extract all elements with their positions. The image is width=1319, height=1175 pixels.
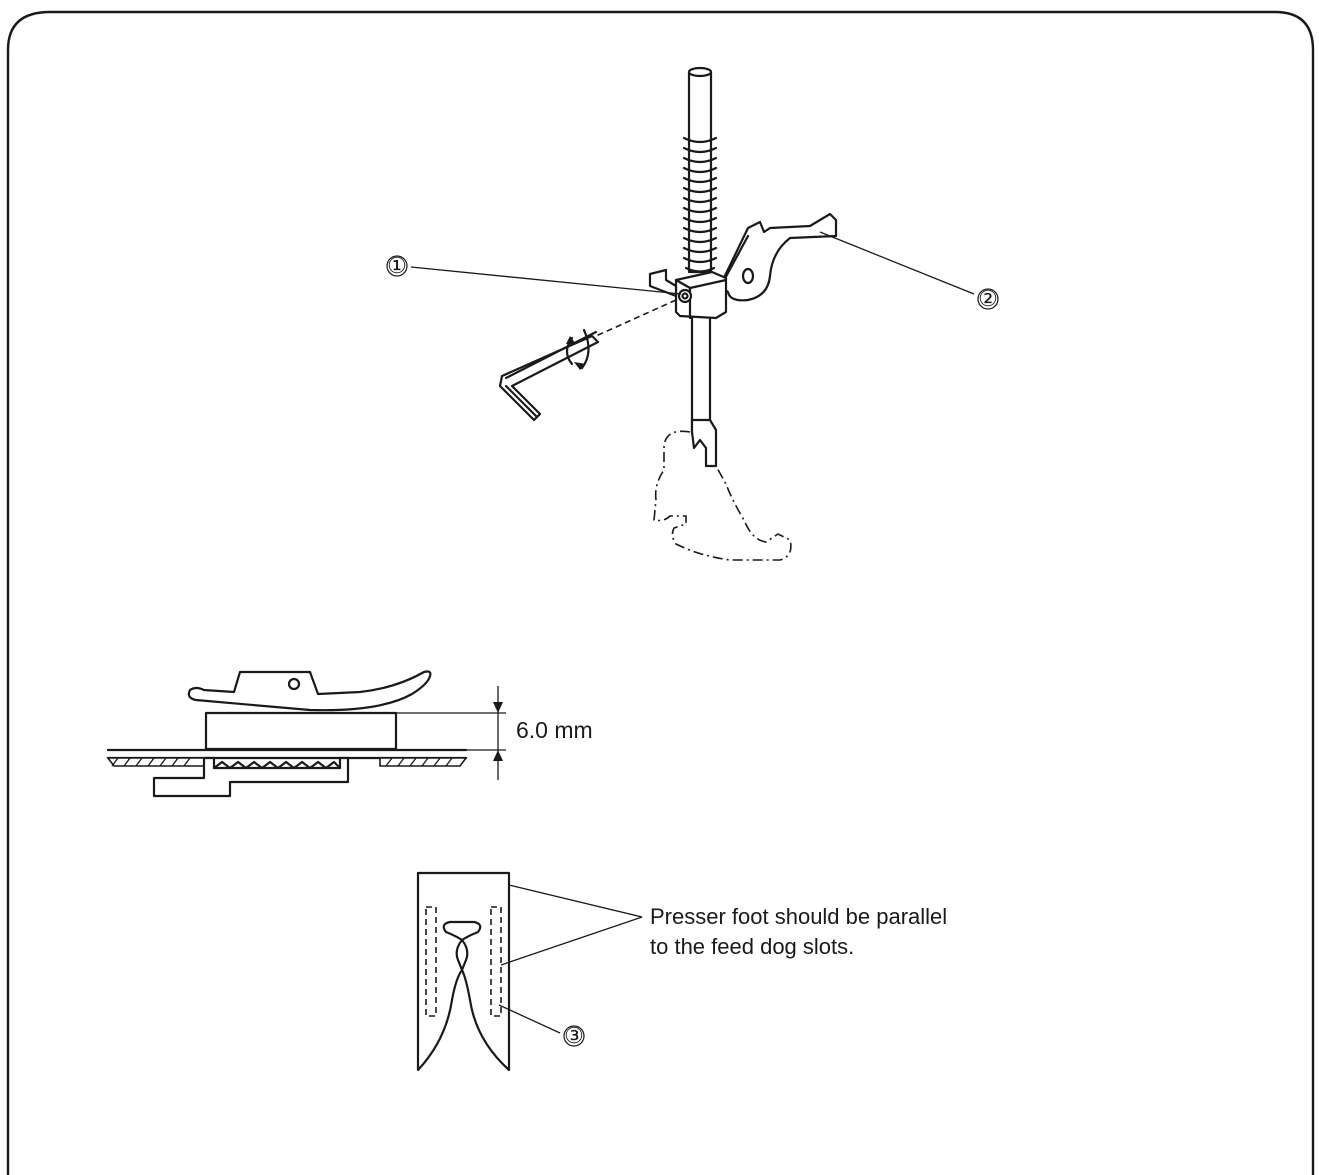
callout-3-label: ③ [564,1023,584,1048]
presser-foot-side [187,670,432,712]
note-line-1: Presser foot should be parallel [650,904,947,929]
lever-hole [741,267,755,285]
feed-slot-right [490,906,502,1017]
dimension-label: 6.0 mm [516,717,593,743]
presser-spring [682,136,718,273]
callout-1-leader [410,266,682,295]
feed-dog-teeth [212,760,342,770]
feed-slot-left [425,906,437,1017]
callout-2: ② [977,286,999,311]
callout-1: ① [386,253,408,278]
needle-plate-left [106,757,205,767]
frame-border [6,10,1315,1175]
callout-2-label: ② [978,286,998,311]
needle-plate-right [379,757,468,767]
side-view-diagram [106,670,506,798]
note-line-2: to the feed dog slots. [650,934,854,959]
callout-3: ③ [563,1023,585,1048]
presser-bar-assembly [498,66,838,561]
presser-foot-top [416,871,511,1072]
top-view-diagram [416,871,643,1072]
callout-2-leader [819,231,975,295]
gauge-block [204,711,398,751]
foot-shank [690,418,718,468]
hex-wrench [498,334,600,422]
callout-1-label: ① [387,253,407,278]
presser-bar-lower [690,310,712,434]
presser-foot-outline [653,430,792,561]
